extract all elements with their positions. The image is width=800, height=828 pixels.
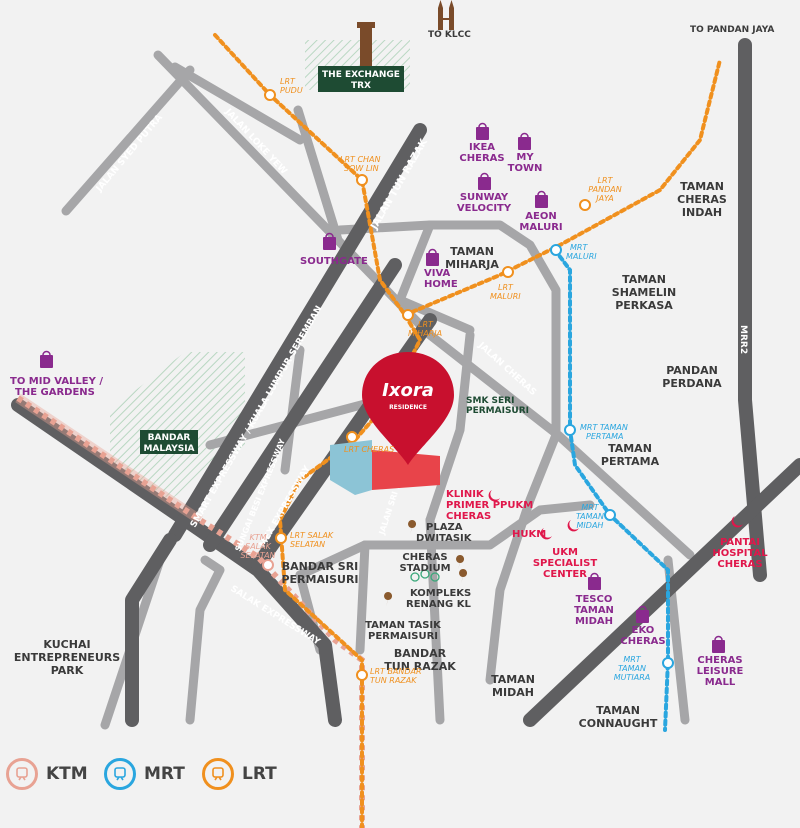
lrt-train-icon: [202, 758, 234, 790]
legend-lrt-label: LRT: [242, 764, 277, 784]
place-pin-icons: [384, 520, 468, 606]
trx-tower-icon: [357, 22, 375, 66]
ktm-train-icon: [6, 758, 38, 790]
legend-ktm: KTM: [6, 758, 88, 790]
svg-text:TRX: TRX: [351, 81, 371, 91]
legend-mrt: MRT: [104, 758, 185, 790]
ixora-residence-pin[interactable]: Ixora RESIDENCE: [362, 352, 454, 465]
station-markers: [262, 89, 674, 681]
shopping-bag-icons: [40, 122, 725, 653]
road-label-jalan-syed-putra: JALAN SYED PUTRA: [94, 113, 165, 195]
development-site-red: [372, 450, 440, 490]
road-label-mrr2: MRR2: [738, 325, 748, 354]
southgate: SOUTHGATE: [300, 256, 368, 267]
svg-text:THE EXCHANGE: THE EXCHANGE: [322, 70, 400, 80]
expressways: [11, 38, 800, 727]
direction-to-mid-valley: TO MID VALLEY /THE GARDENS: [10, 376, 103, 398]
brand-name: Ixora: [382, 380, 434, 401]
svg-text:MALAYSIA: MALAYSIA: [143, 444, 194, 454]
klcc-towers-icon: [438, 0, 454, 30]
legend-mrt-label: MRT: [144, 764, 185, 784]
direction-to-klcc: TO KLCC: [428, 30, 471, 40]
development-site-blue: [330, 440, 372, 495]
hukm: HUKM: [512, 529, 546, 540]
lrt-cheras-label: LRT CHERAS: [344, 445, 394, 454]
minor-roads: [61, 50, 695, 730]
legend-ktm-label: KTM: [46, 764, 88, 784]
brand-sub: RESIDENCE: [389, 404, 427, 411]
medical-crescent-icons: [488, 490, 743, 540]
transit-legend: KTM MRT LRT: [0, 748, 330, 808]
trx-label: THE EXCHANGE TRX: [318, 66, 404, 92]
swimming-complex-icon: [410, 569, 440, 582]
svg-text:BANDAR: BANDAR: [148, 433, 191, 443]
mrt-train-icon: [104, 758, 136, 790]
mrt-line: [553, 248, 670, 732]
bandar-malaysia-label: BANDAR MALAYSIA: [140, 430, 198, 454]
legend-lrt: LRT: [202, 758, 277, 790]
direction-to-pandan-jaya: TO PANDAN JAYA: [690, 25, 774, 35]
